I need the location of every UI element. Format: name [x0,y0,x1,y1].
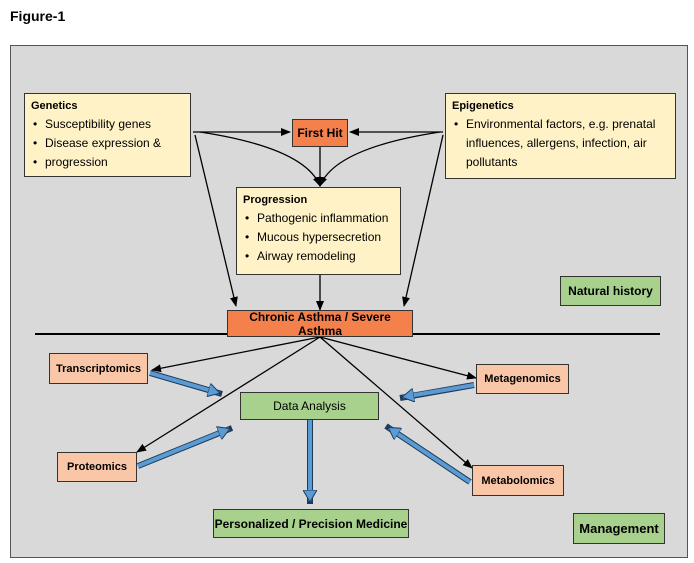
genetics-item: Disease expression & [31,134,184,153]
transcriptomics-box: Transcriptomics [49,353,148,384]
epigenetics-title: Epigenetics [452,100,514,112]
genetics-item-continued: progression [31,153,184,172]
genetics-item: Susceptibility genes [31,115,184,134]
epigenetics-box: Epigenetics • Environmental factors, e.g… [445,93,676,179]
genetics-title: Genetics [31,100,78,112]
progression-list: Pathogenic inflammation Mucous hypersecr… [243,209,394,266]
chronic-asthma-box: Chronic Asthma / Severe Asthma [227,310,413,338]
metagenomics-box: Metagenomics [476,364,569,394]
management-label: Management [573,513,665,544]
progression-item: Mucous hypersecretion [243,228,394,247]
progression-item: Pathogenic inflammation [243,209,394,228]
figure-label: Figure-1 [10,8,66,24]
data-analysis-box: Data Analysis [240,392,379,420]
genetics-list: Susceptibility genes Disease expression … [31,115,184,172]
first-hit-box: First Hit [292,119,348,147]
progression-title: Progression [243,194,308,206]
genetics-box: Genetics Susceptibility genes Disease ex… [24,93,191,177]
epigenetics-line-3: pollutants [466,155,518,169]
progression-box: Progression Pathogenic inflammation Muco… [236,187,401,275]
epigenetics-item: • Environmental factors, e.g. prenatal i… [454,117,656,169]
personalized-medicine-box: Personalized / Precision Medicine [213,509,409,538]
metabolomics-box: Metabolomics [472,465,564,496]
proteomics-box: Proteomics [57,452,137,482]
epigenetics-line-1: Environmental factors, e.g. prenatal [466,117,656,131]
progression-item: Airway remodeling [243,247,394,266]
natural-history-label: Natural history [560,276,661,306]
epigenetics-line-2: influences, allergens, infection, air [466,136,647,150]
